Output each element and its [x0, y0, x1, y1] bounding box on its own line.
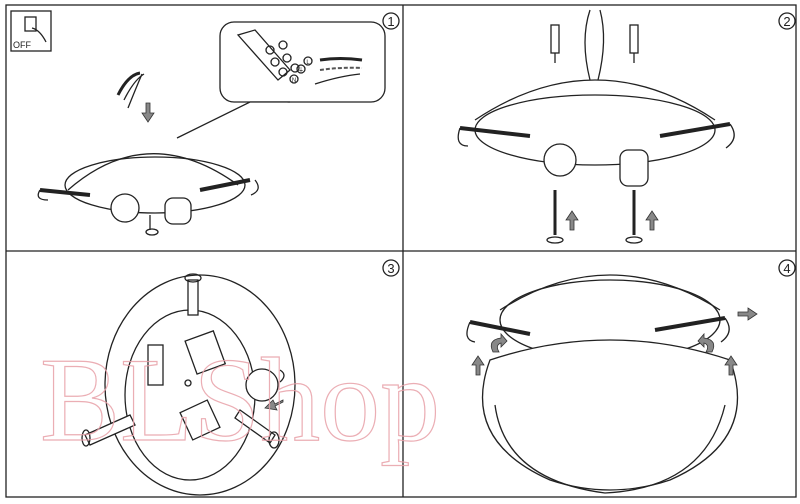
step-number: 1 — [387, 14, 394, 29]
fixture-bottom-view — [81, 273, 296, 496]
up-arrow-icon — [645, 210, 659, 231]
step-number: 3 — [387, 261, 394, 276]
panel-3: 3 BLShop — [39, 259, 441, 496]
ceiling-plate — [37, 153, 259, 236]
terminal-block-callout: N ⏚ L — [176, 21, 386, 139]
screws — [546, 190, 643, 244]
mains-wires — [584, 9, 605, 81]
earth-label: ⏚ — [298, 67, 304, 74]
up-arrow-icon — [724, 355, 738, 376]
step-number: 2 — [783, 14, 790, 29]
arrow-icon — [264, 399, 284, 411]
down-arrow-icon — [141, 102, 155, 123]
wall-plug-icon — [550, 24, 639, 63]
panel-1: 1 OFF N ⏚ L — [10, 10, 400, 236]
fixture-with-glass-shade — [466, 274, 739, 494]
step-number-circle — [382, 12, 400, 30]
right-arrow-icon — [737, 307, 758, 321]
rotate-arrow-icon — [697, 332, 715, 353]
panel-2: 2 — [457, 9, 796, 244]
up-arrow-icon — [565, 210, 579, 231]
off-label: OFF — [13, 40, 31, 50]
watermark: BLShop — [40, 333, 440, 466]
rotate-arrow-icon — [490, 332, 508, 353]
panel-4: 4 — [466, 259, 796, 494]
neutral-label: N — [292, 78, 296, 84]
live-label: L — [306, 60, 310, 66]
up-arrow-icon — [471, 355, 485, 376]
wires-icon — [116, 71, 145, 109]
switch-off-icon: OFF — [10, 10, 52, 52]
ceiling-plate — [457, 79, 735, 187]
step-number: 4 — [783, 261, 790, 276]
